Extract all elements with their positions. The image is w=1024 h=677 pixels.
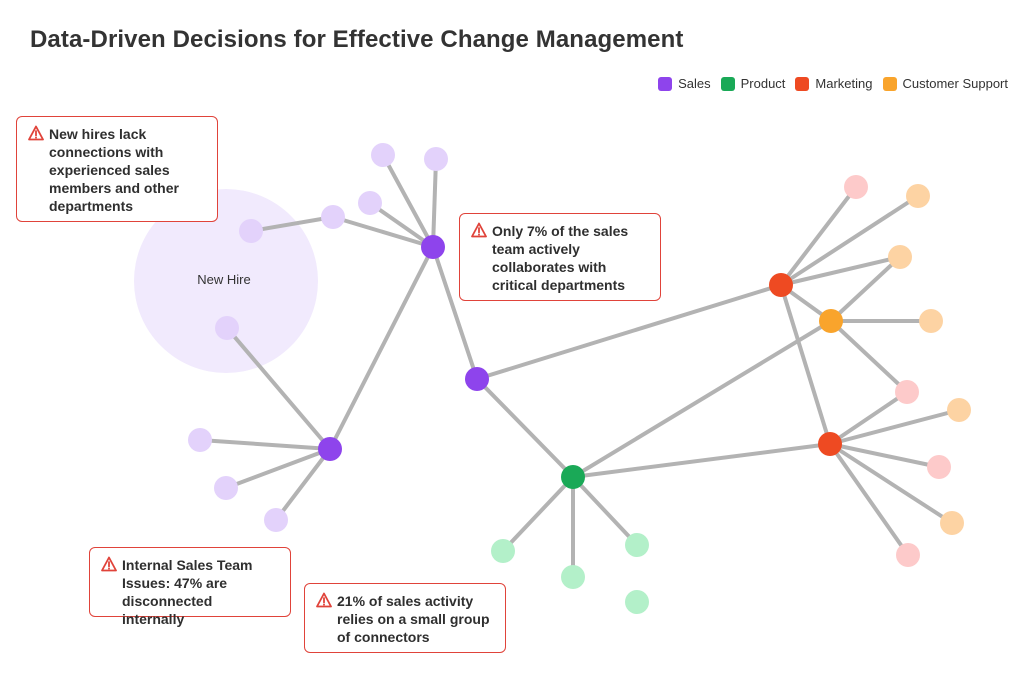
new-hire-label: New Hire bbox=[197, 272, 251, 287]
edge bbox=[779, 283, 832, 446]
legend-swatch-marketing bbox=[795, 76, 810, 91]
edge bbox=[249, 215, 335, 233]
edge bbox=[224, 447, 332, 490]
node-marketing-hub bbox=[818, 432, 842, 456]
node-support-leaf bbox=[919, 309, 943, 333]
legend-item-marketing: Marketing bbox=[795, 76, 873, 91]
callout-twenty-one-percent-text: 21% of sales activity relies on a small … bbox=[337, 593, 490, 645]
node-product-hub bbox=[561, 465, 585, 489]
edge bbox=[501, 475, 575, 553]
node-product-leaf bbox=[491, 539, 515, 563]
node-sales-leaf bbox=[371, 143, 395, 167]
edge bbox=[828, 408, 961, 446]
node-support-leaf bbox=[906, 184, 930, 208]
legend-item-product: Product bbox=[720, 76, 786, 91]
edge bbox=[779, 255, 902, 287]
callout-new-hires: New hires lack connections with experien… bbox=[16, 116, 218, 222]
node-sales-leaf bbox=[215, 316, 239, 340]
node-sales-hub bbox=[465, 367, 489, 391]
legend-label-product: Product bbox=[740, 76, 786, 91]
callout-seven-percent-text: Only 7% of the sales team actively colla… bbox=[492, 223, 629, 293]
edge bbox=[829, 255, 902, 323]
node-support-hub bbox=[819, 309, 843, 333]
edge bbox=[571, 475, 639, 547]
edge bbox=[331, 215, 435, 249]
new-hire-cluster bbox=[134, 189, 318, 373]
network-nodes bbox=[188, 143, 971, 614]
warning-triangle-icon bbox=[101, 556, 117, 572]
legend-swatch-product bbox=[720, 76, 735, 91]
node-sales-leaf bbox=[264, 508, 288, 532]
node-sales-leaf bbox=[239, 219, 263, 243]
edge bbox=[368, 201, 435, 249]
legend-label-customer-support: Customer Support bbox=[902, 76, 1009, 91]
edge bbox=[431, 157, 438, 249]
edge bbox=[828, 390, 909, 446]
warning-triangle-icon bbox=[316, 592, 332, 608]
node-sales-leaf bbox=[358, 191, 382, 215]
node-product-leaf bbox=[625, 590, 649, 614]
node-marketing-leaf bbox=[844, 175, 868, 199]
edge bbox=[328, 245, 435, 451]
callout-new-hires-text: New hires lack connections with experien… bbox=[49, 126, 179, 214]
legend-swatch-customer-support bbox=[882, 76, 897, 91]
edge bbox=[475, 377, 575, 479]
callout-seven-percent: Only 7% of the sales team actively colla… bbox=[459, 213, 661, 301]
legend-item-sales: Sales bbox=[658, 76, 711, 91]
edge bbox=[225, 326, 332, 451]
edge bbox=[381, 153, 435, 249]
edge bbox=[431, 245, 479, 381]
warning-triangle-icon bbox=[471, 222, 487, 238]
node-marketing-leaf bbox=[927, 455, 951, 479]
legend-label-sales: Sales bbox=[678, 76, 711, 91]
node-sales-hub bbox=[318, 437, 342, 461]
edge bbox=[779, 185, 858, 287]
node-sales-hub bbox=[421, 235, 445, 259]
edge bbox=[828, 442, 910, 557]
edge bbox=[571, 442, 832, 479]
node-marketing-hub bbox=[769, 273, 793, 297]
network-edges bbox=[198, 153, 961, 579]
callout-twenty-one-percent: 21% of sales activity relies on a small … bbox=[304, 583, 506, 653]
node-sales-leaf bbox=[424, 147, 448, 171]
node-marketing-leaf bbox=[895, 380, 919, 404]
node-product-leaf bbox=[561, 565, 585, 589]
edge bbox=[475, 283, 783, 381]
callout-internal-issues-text: Internal Sales Team Issues: 47% are disc… bbox=[122, 557, 253, 627]
edge bbox=[829, 319, 909, 394]
edge bbox=[779, 194, 920, 287]
node-sales-leaf bbox=[214, 476, 238, 500]
edge bbox=[274, 447, 332, 522]
node-product-leaf bbox=[625, 533, 649, 557]
page-title: Data-Driven Decisions for Effective Chan… bbox=[30, 26, 684, 53]
warning-triangle-icon bbox=[28, 125, 44, 141]
edge bbox=[571, 319, 833, 479]
node-support-leaf bbox=[947, 398, 971, 422]
edge bbox=[198, 438, 332, 451]
legend: Sales Product Marketing Customer Support bbox=[654, 76, 1008, 91]
edge bbox=[828, 442, 954, 525]
node-sales-leaf bbox=[321, 205, 345, 229]
legend-item-customer-support: Customer Support bbox=[882, 76, 1009, 91]
node-support-leaf bbox=[888, 245, 912, 269]
legend-label-marketing: Marketing bbox=[815, 76, 873, 91]
node-sales-leaf bbox=[188, 428, 212, 452]
node-marketing-leaf bbox=[896, 543, 920, 567]
legend-swatch-sales bbox=[658, 76, 673, 91]
callout-internal-issues: Internal Sales Team Issues: 47% are disc… bbox=[89, 547, 291, 627]
node-support-leaf bbox=[940, 511, 964, 535]
edge bbox=[828, 442, 941, 469]
